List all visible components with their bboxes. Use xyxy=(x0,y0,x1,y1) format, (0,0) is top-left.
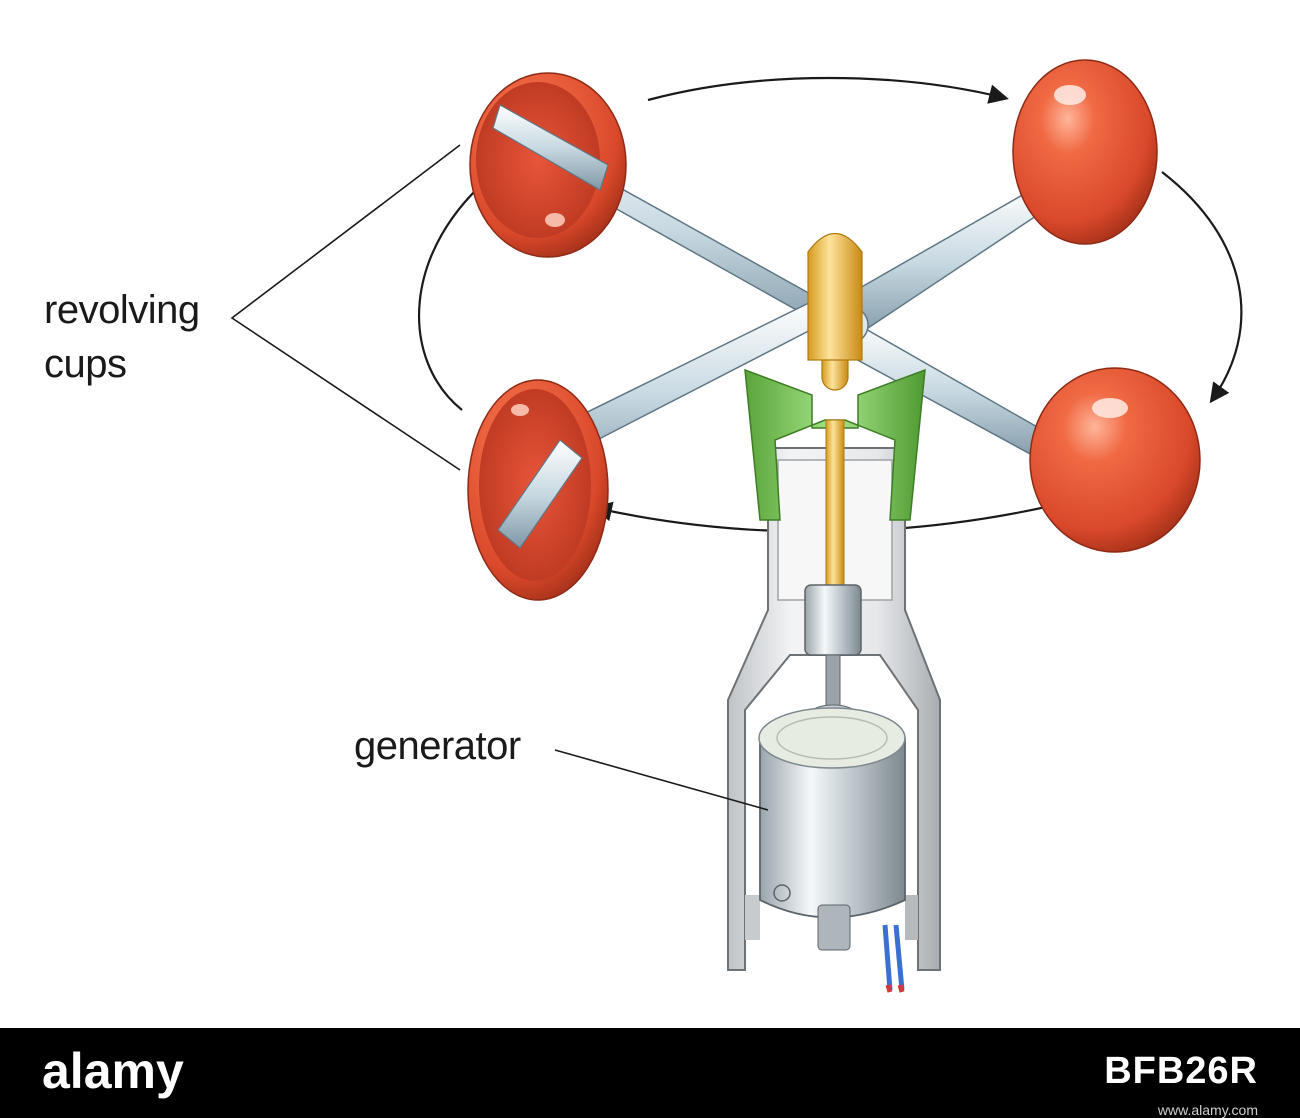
cup-top-left xyxy=(469,72,627,258)
cup-top-right xyxy=(1012,59,1158,245)
arrow-top xyxy=(647,76,1009,104)
cup-bottom-left xyxy=(467,379,609,601)
generator xyxy=(758,584,906,993)
arrow-left xyxy=(417,169,500,411)
callout-lines xyxy=(230,144,769,811)
generator-callout xyxy=(554,749,769,811)
watermark-footer: alamy BFB26R www.alamy.com xyxy=(0,1028,1300,1118)
image-reference: BFB26R xyxy=(1104,1050,1258,1092)
revolving-cups-label-line2: cups xyxy=(44,342,127,386)
rotor-hub xyxy=(744,233,926,591)
site-url: www.alamy.com xyxy=(1157,1102,1258,1118)
cup-bottom-right xyxy=(1029,367,1201,553)
cups-callout xyxy=(230,144,461,471)
svg-text:alamy: alamy xyxy=(42,1043,184,1099)
arrow-right xyxy=(1161,171,1243,404)
revolving-cups-label: revolving xyxy=(44,288,200,332)
alamy-logo: alamy xyxy=(42,1043,184,1099)
generator-label: generator xyxy=(354,724,521,768)
anemometer-diagram xyxy=(230,59,1243,993)
